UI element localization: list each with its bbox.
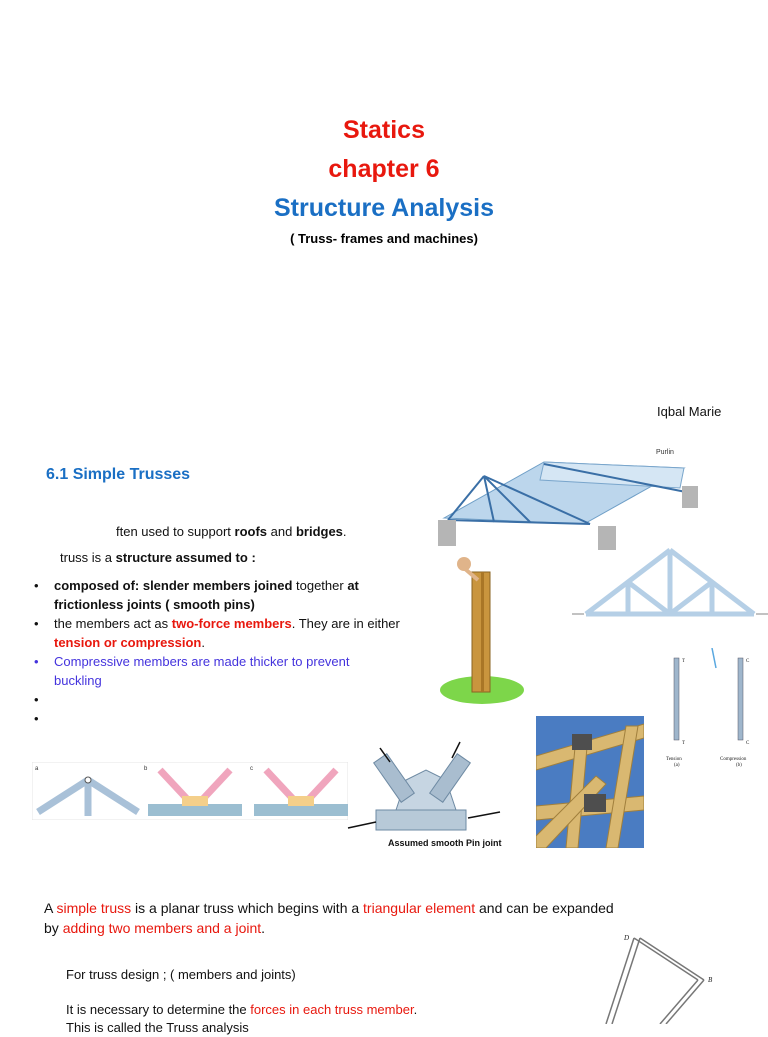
list-item: • <box>34 690 414 709</box>
bullet-text: . <box>201 635 205 650</box>
subtitle: ( Truss- frames and machines) <box>290 231 478 246</box>
title-statics: Statics <box>343 116 425 144</box>
tension-compression-text: tension or compression <box>54 635 202 650</box>
compression-top-label: C <box>746 659 750 664</box>
design-line-2: It is necessary to determine the forces … <box>66 1000 417 1019</box>
wood-truss-photo <box>536 716 644 848</box>
paragraph-text: It is necessary to determine the <box>66 1002 251 1017</box>
bullet-dot: • <box>34 654 39 669</box>
intro-text: ften used to support <box>116 524 235 539</box>
roof-truss-figure: Purlin <box>438 449 698 550</box>
tension-top-label: T <box>682 659 685 664</box>
section-heading: 6.1 Simple Trusses <box>46 466 191 483</box>
bullet-text: the members act as <box>54 616 172 631</box>
bullet-dot: • <box>34 578 39 593</box>
point-b-label: B <box>708 976 713 984</box>
simple-truss-paragraph: A simple truss is a planar truss which b… <box>44 898 654 938</box>
bullet-dot: • <box>34 616 39 631</box>
simple-truss-term: simple truss <box>56 900 132 916</box>
paragraph-text: . <box>261 920 266 936</box>
hand-post-figure <box>440 557 524 704</box>
intro-line-1: ften used to support roofs and bridges. <box>116 522 347 541</box>
intro-line-2: truss is a structure assumed to : <box>60 548 256 567</box>
intro-text: and <box>267 524 296 539</box>
paragraph-text: A <box>44 900 57 916</box>
tension-caption: Tension <box>666 757 682 762</box>
tension-sub: (a) <box>674 763 680 768</box>
paragraph-text: . <box>413 1002 418 1017</box>
gusset-joint-figure <box>347 741 501 831</box>
list-item: • the members act as two-force members. … <box>34 614 414 652</box>
design-line-1: For truss design ; ( members and joints) <box>66 967 296 982</box>
compression-sub: (b) <box>736 763 742 768</box>
bullet-text: composed of: slender members joined <box>54 578 293 593</box>
bullet-text: Compressive members are made thicker to … <box>54 654 350 669</box>
purlin-label: Purlin <box>656 449 674 456</box>
truss-sketch-figure: D B <box>605 934 713 1024</box>
paragraph-text: by <box>44 920 63 936</box>
hand-icon <box>457 557 471 571</box>
pin-joint-caption: Assumed smooth Pin joint <box>388 838 502 848</box>
triangular-element-term: triangular element <box>363 900 476 916</box>
two-force-text: two-force members <box>171 616 292 631</box>
intro-roofs: roofs <box>234 524 268 539</box>
list-item: • Compressive members are made thicker t… <box>34 652 414 690</box>
bullet-dot: • <box>34 692 39 707</box>
design-line-3: This is called the Truss analysis <box>66 1020 249 1035</box>
property-list: • composed of: slender members joined to… <box>34 576 414 728</box>
label-b: b <box>144 766 148 772</box>
list-item: • composed of: slender members joined to… <box>34 576 414 614</box>
bullet-dot: • <box>34 711 39 726</box>
joint-types-figure: a b c <box>32 762 348 820</box>
intro-text: . <box>342 524 347 539</box>
paragraph-text: is a planar truss which begins with a <box>131 900 364 916</box>
tension-compression-figure: T T C C Tension (a) Compression (b) <box>666 648 750 768</box>
paragraph-text: and can be expanded <box>475 900 614 916</box>
label-c: c <box>250 766 253 772</box>
intro-text: truss is a <box>60 550 116 565</box>
adding-members-term: adding two members and a joint <box>62 920 262 936</box>
bullet-text: buckling <box>54 673 102 688</box>
list-item: • <box>34 709 414 728</box>
bullet-text: . They are in either <box>291 616 400 631</box>
tension-bottom-label: T <box>682 741 685 746</box>
bullet-text: at <box>347 578 359 593</box>
title-chapter: chapter 6 <box>328 155 440 183</box>
compression-caption: Compression <box>720 757 747 762</box>
faded-truss-figure <box>572 548 768 617</box>
compression-bottom-label: C <box>746 741 750 746</box>
point-d-label: D <box>623 934 629 942</box>
intro-bridges: bridges <box>295 524 343 539</box>
bullet-text: frictionless joints ( smooth pins) <box>54 597 255 612</box>
label-a: a <box>35 766 39 772</box>
forces-term: forces in each truss member <box>250 1002 414 1017</box>
intro-structure: structure assumed to : <box>115 550 256 565</box>
bullet-text: together <box>292 578 348 593</box>
title-structure-analysis: Structure Analysis <box>274 194 494 222</box>
author-name: Iqbal Marie <box>657 404 722 419</box>
